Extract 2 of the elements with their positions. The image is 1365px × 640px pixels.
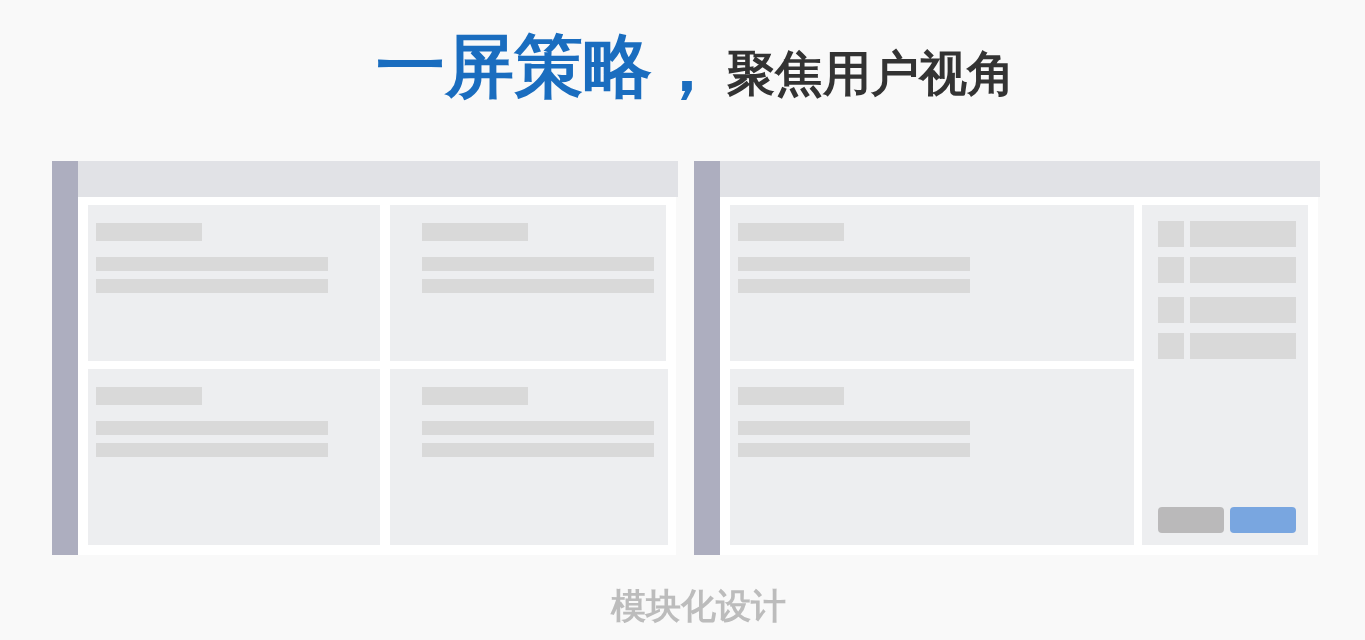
figure-caption: 模块化设计 — [611, 585, 786, 628]
page-title: 一屏策略，聚焦用户视角 — [376, 25, 1015, 108]
